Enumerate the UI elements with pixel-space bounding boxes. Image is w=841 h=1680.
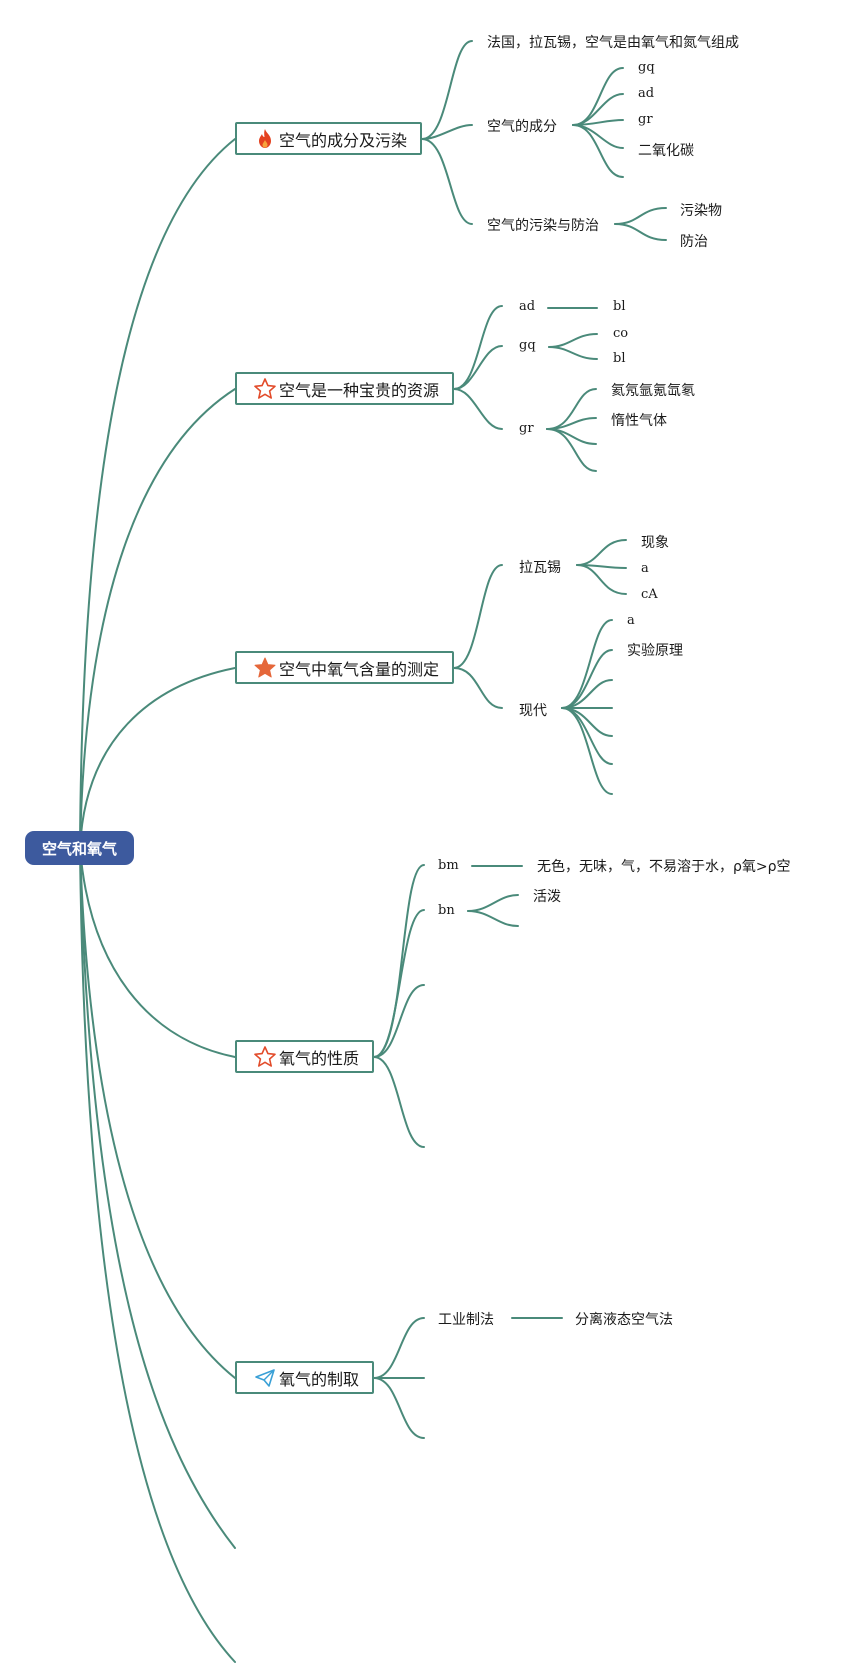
leaf-node[interactable]: 氦氖氩氪氙氡 bbox=[611, 383, 695, 399]
leaf-node[interactable]: 无色，无味，气，不易溶于水，ρ氧>ρ空 bbox=[537, 859, 791, 875]
topic-label: 氧气的制取 bbox=[279, 1369, 360, 1389]
leaf-node[interactable]: 分离液态空气法 bbox=[575, 1312, 673, 1328]
fire-icon bbox=[253, 127, 277, 151]
leaf-node[interactable]: 现象 bbox=[641, 535, 669, 551]
star-outline-icon bbox=[253, 1045, 277, 1069]
subtopic-node[interactable]: gq bbox=[519, 338, 536, 353]
subtopic-modern[interactable]: 现代 bbox=[519, 703, 547, 719]
topic-oxygen-properties[interactable]: 氧气的性质 bbox=[235, 1040, 374, 1073]
topic-label: 空气的成分及污染 bbox=[279, 130, 408, 150]
leaf-node[interactable]: 实验原理 bbox=[627, 643, 683, 659]
subtopic-lavoisier-discovery[interactable]: 法国，拉瓦锡，空气是由氧气和氮气组成 bbox=[487, 35, 739, 51]
topic-air-composition[interactable]: 空气的成分及污染 bbox=[235, 122, 422, 155]
topic-oxygen-measurement[interactable]: 空气中氧气含量的测定 bbox=[235, 651, 454, 684]
leaf-node[interactable]: 污染物 bbox=[680, 203, 722, 219]
topic-oxygen-preparation[interactable]: 氧气的制取 bbox=[235, 1361, 374, 1394]
leaf-node[interactable]: 防治 bbox=[680, 234, 708, 250]
leaf-node[interactable]: bl bbox=[613, 351, 626, 366]
leaf-node[interactable]: 惰性气体 bbox=[611, 413, 667, 429]
leaf-node[interactable]: bl bbox=[613, 299, 626, 314]
subtopic-node[interactable]: gr bbox=[519, 421, 534, 436]
leaf-node[interactable]: co bbox=[613, 326, 629, 341]
subtopic-pollution-control[interactable]: 空气的污染与防治 bbox=[487, 218, 599, 234]
leaf-node[interactable]: gq bbox=[638, 60, 655, 75]
leaf-node[interactable]: cA bbox=[641, 587, 658, 602]
subtopic-air-components[interactable]: 空气的成分 bbox=[487, 119, 557, 135]
root-topic[interactable]: 空气和氧气 bbox=[25, 831, 134, 865]
star-outline-icon bbox=[253, 377, 277, 401]
subtopic-node[interactable]: bn bbox=[438, 903, 455, 918]
topic-air-resource[interactable]: 空气是一种宝贵的资源 bbox=[235, 372, 454, 405]
leaf-node[interactable]: ad bbox=[638, 86, 655, 101]
leaf-node[interactable]: gr bbox=[638, 112, 653, 127]
subtopic-lavoisier[interactable]: 拉瓦锡 bbox=[519, 560, 561, 576]
star-filled-icon bbox=[253, 656, 277, 680]
leaf-node[interactable]: a bbox=[641, 561, 649, 576]
topic-label: 氧气的性质 bbox=[279, 1048, 360, 1068]
subtopic-industrial-method[interactable]: 工业制法 bbox=[438, 1312, 494, 1328]
paper-plane-icon bbox=[253, 1366, 277, 1390]
topic-label: 空气是一种宝贵的资源 bbox=[279, 380, 440, 400]
leaf-node[interactable]: a bbox=[627, 613, 635, 628]
topic-label: 空气中氧气含量的测定 bbox=[279, 659, 440, 679]
leaf-node[interactable]: 活泼 bbox=[533, 889, 561, 905]
subtopic-node[interactable]: bm bbox=[438, 858, 459, 873]
subtopic-node[interactable]: ad bbox=[519, 299, 536, 314]
leaf-node[interactable]: 二氧化碳 bbox=[638, 143, 694, 159]
